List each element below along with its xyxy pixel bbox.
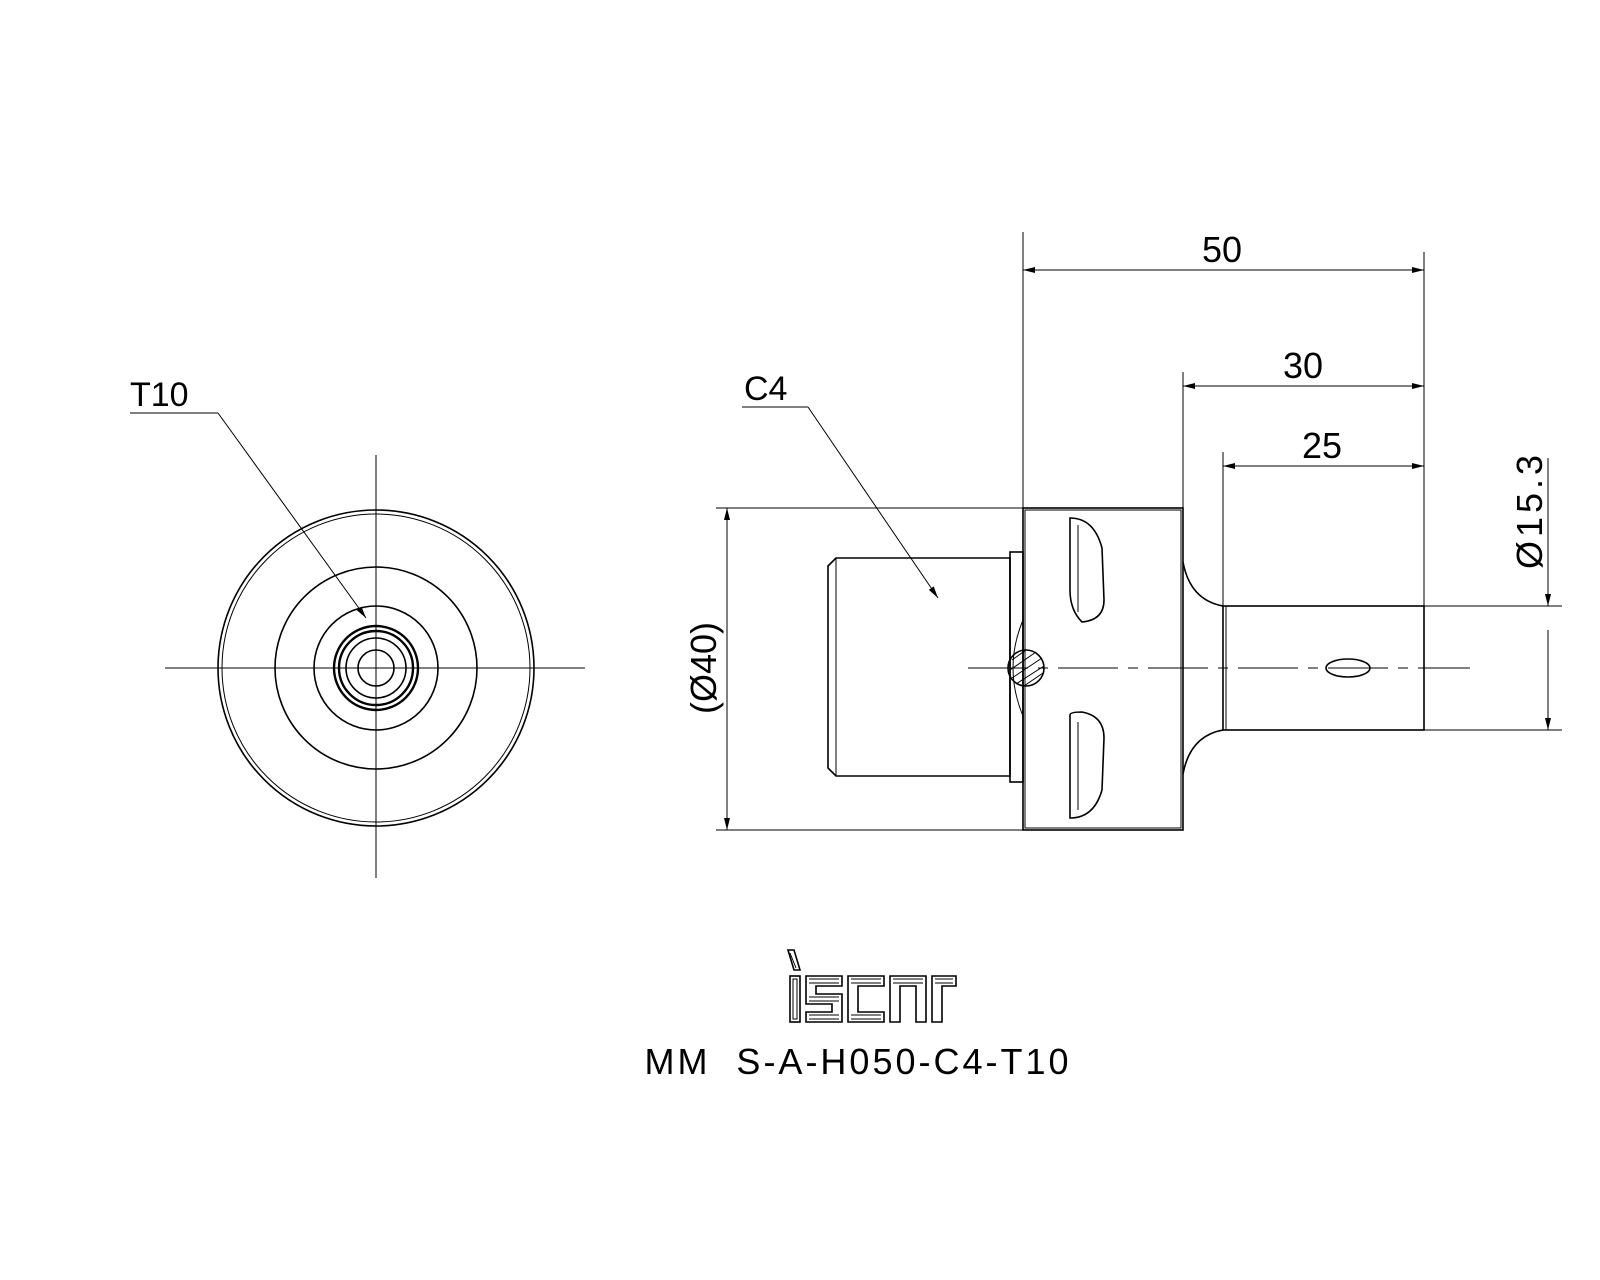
torx-socket-ring — [332, 624, 420, 712]
shank — [1222, 605, 1425, 731]
inner-circle — [313, 605, 439, 731]
dim-40-text: (Ø40) — [683, 622, 724, 714]
outer-circle — [217, 509, 535, 827]
collet-body — [827, 557, 1011, 777]
dim-15-text: Ø15.3 — [1509, 451, 1550, 569]
lower-slot — [1069, 711, 1105, 819]
c4-label: C4 — [744, 370, 787, 408]
flange — [1022, 507, 1184, 831]
middle-circle — [274, 566, 478, 770]
upper-slot — [1069, 517, 1105, 623]
c4-leader-arrow — [807, 406, 939, 599]
t10-leader-arrow — [217, 412, 367, 619]
collet-step — [1009, 551, 1024, 783]
upper-fillet — [1182, 561, 1224, 607]
shank-flat — [1325, 658, 1371, 678]
t10-label: T10 — [130, 376, 189, 414]
part-number: MM S-A-H050-C4-T10 — [644, 1041, 1071, 1082]
dimensions: 50 30 25 (Ø40) Ø15.3 — [683, 229, 1562, 831]
dim-50-text: 50 — [1202, 229, 1242, 270]
lower-fillet — [1182, 729, 1224, 775]
side-view: C4 — [742, 370, 1470, 831]
dim-30-text: 30 — [1283, 345, 1323, 386]
front-view: T10 — [130, 376, 585, 878]
iscar-logo — [786, 949, 957, 1023]
dim-25-text: 25 — [1302, 425, 1342, 466]
center-bore — [357, 649, 395, 687]
